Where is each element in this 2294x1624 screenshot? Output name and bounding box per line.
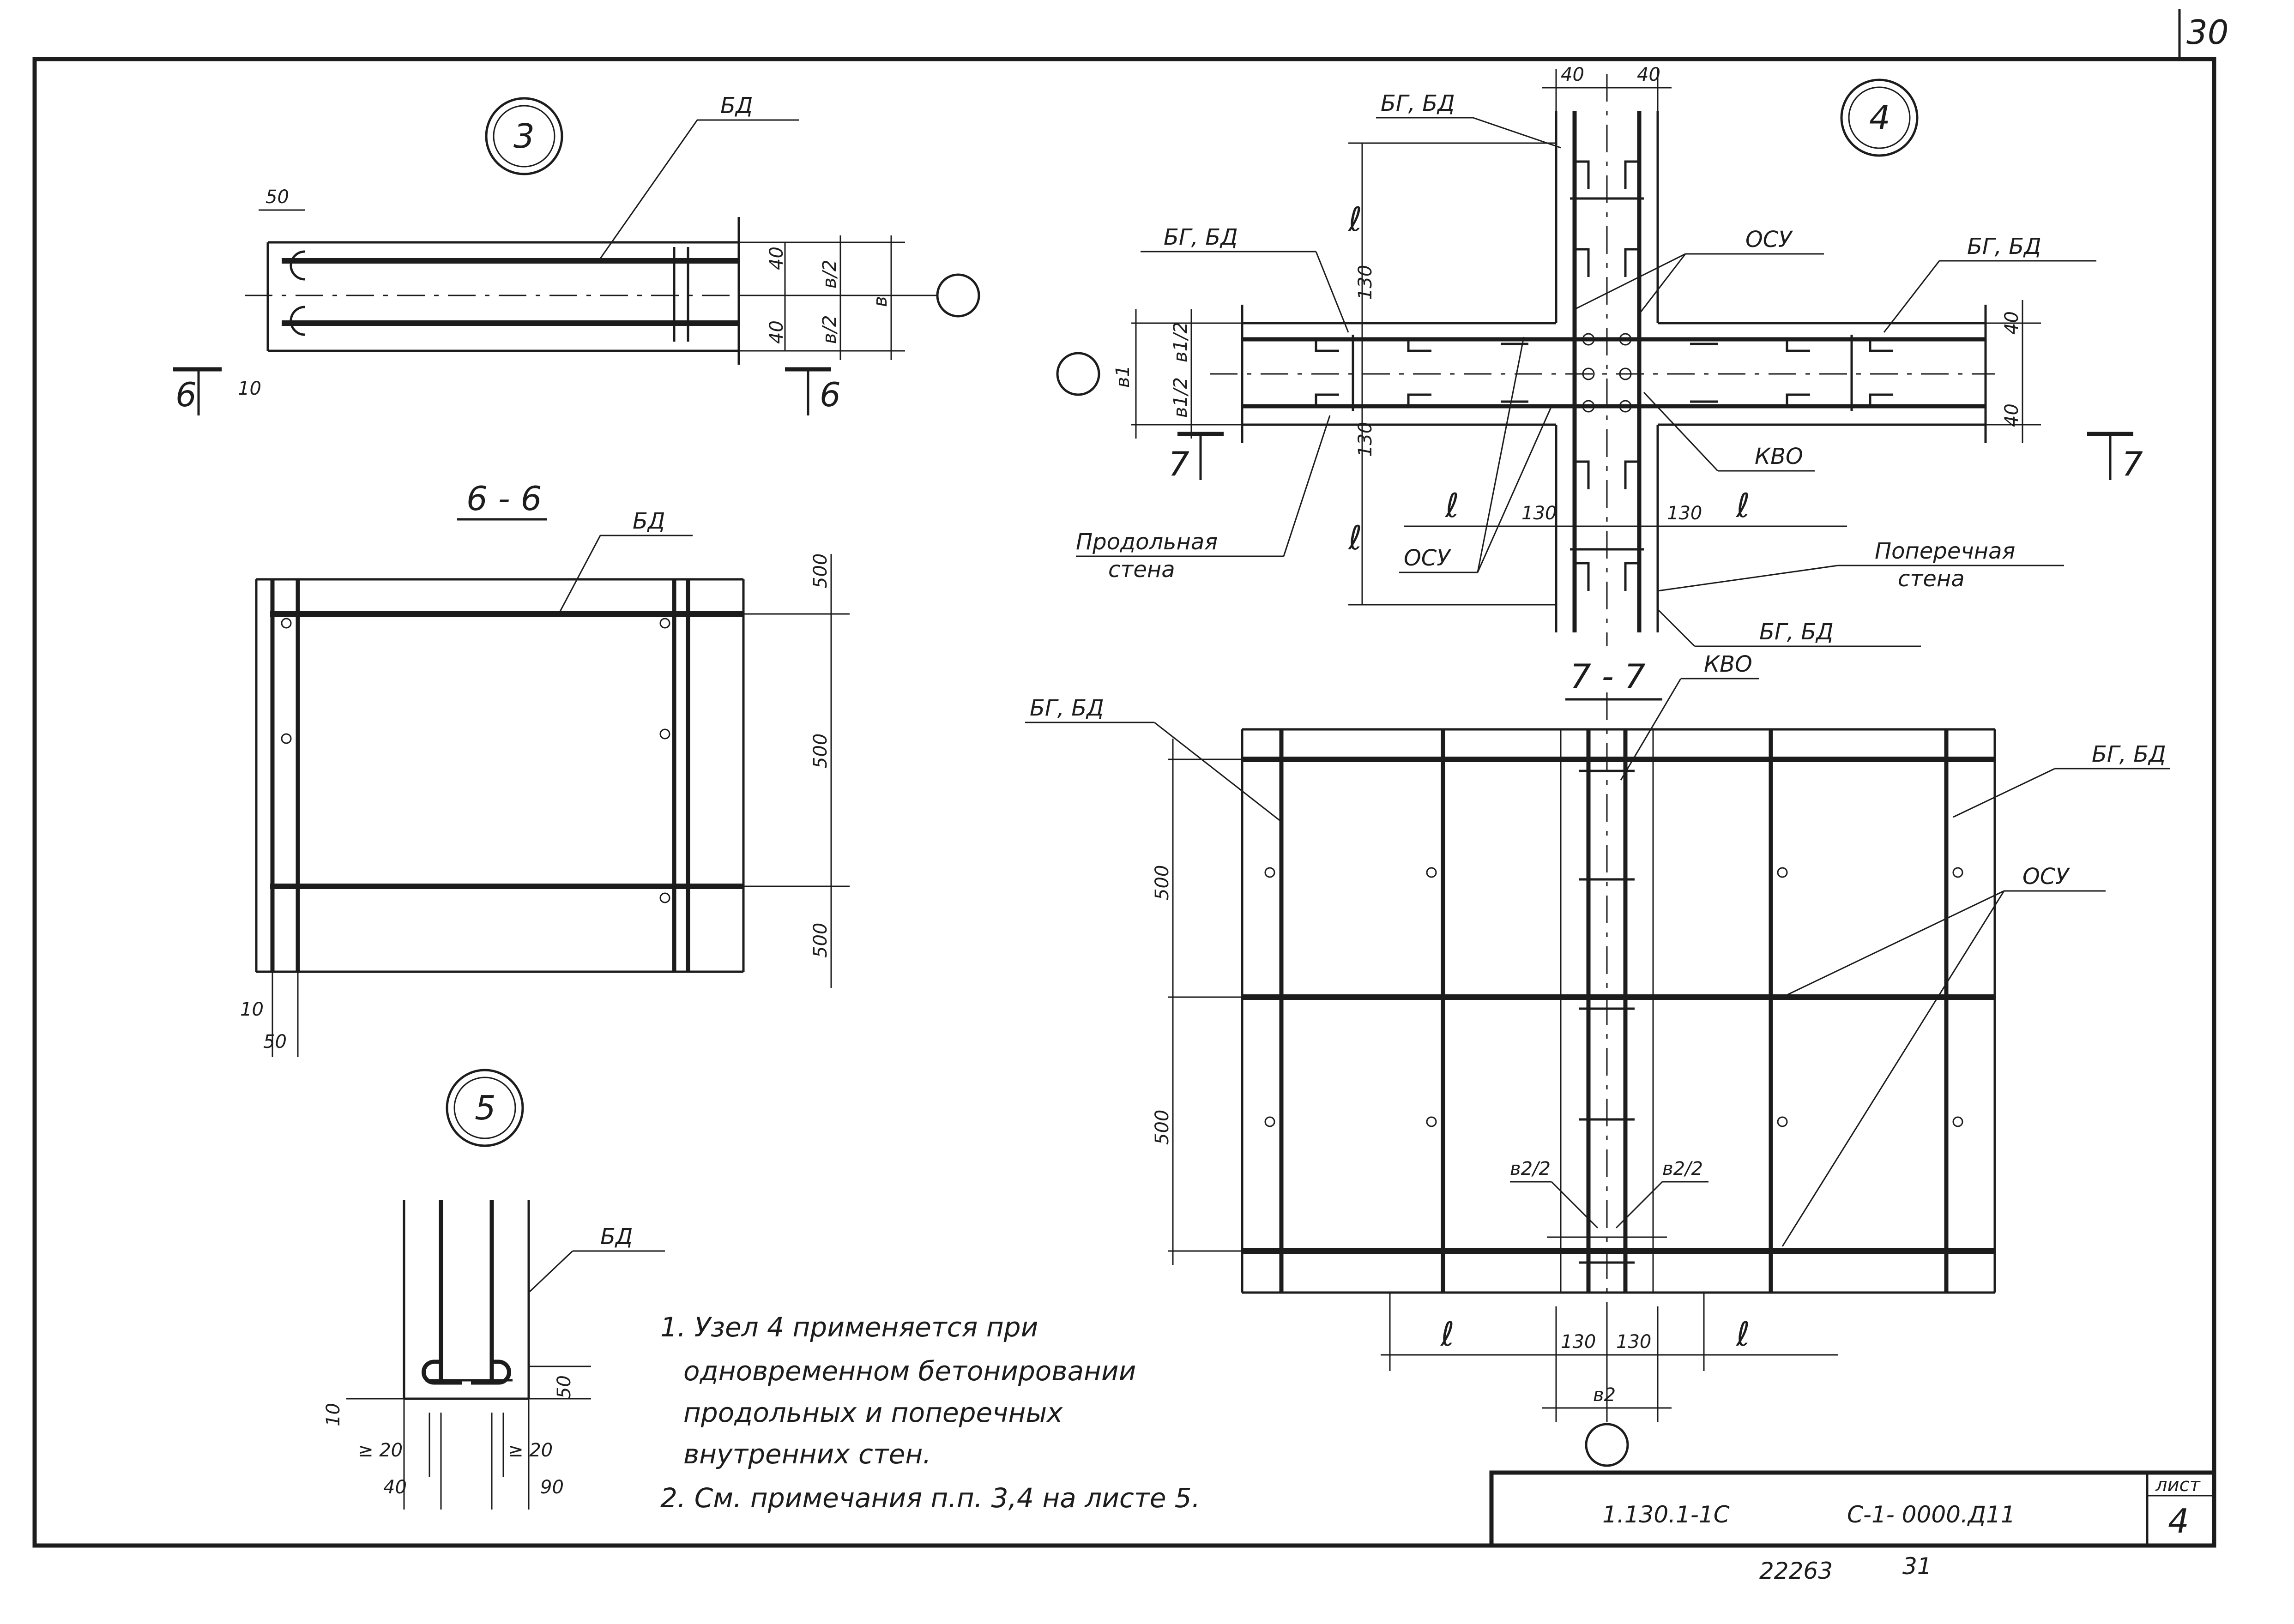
- node-4-label-bg-bd-left: БГ, БД: [1164, 224, 1238, 250]
- node-4-label-kvo: КВО: [1755, 444, 1803, 469]
- node-4-label-long-wall-2: стена: [1108, 557, 1175, 583]
- node-4-dim-130b: 130: [1355, 422, 1376, 457]
- node-3-dim-v2a: в/2: [819, 260, 840, 289]
- node-4-dim-l-bl: ℓ: [1444, 486, 1459, 525]
- page-number-bottom: 31: [1902, 1553, 1932, 1580]
- node-4-label-osu-bottom: ОСУ: [1404, 545, 1451, 571]
- node-4-label-bg-bd-right: БГ, БД: [1967, 234, 2041, 259]
- section-7-7-dim-v22b: в2/2: [1662, 1158, 1703, 1179]
- notes: 1. Узел 4 применяется при одновременном …: [660, 1311, 1200, 1514]
- note-line-4: внутренних стен.: [683, 1438, 931, 1470]
- archive-number: 22263: [1759, 1558, 1833, 1584]
- node-4-dim-40c: 40: [2001, 311, 2022, 335]
- node-3-section-a: 6: [175, 375, 197, 414]
- section-7-7-label-bg-bd-left: БГ, БД: [1030, 695, 1104, 721]
- node-3-section-b: 6: [820, 375, 841, 414]
- node-3-dim-10: 10: [238, 378, 261, 399]
- section-7-7-dim-130b: 130: [1616, 1331, 1651, 1353]
- node-3-dim-40b: 40: [766, 320, 787, 344]
- node-4: 4 40 40: [1056, 64, 2143, 647]
- section-7-7-label-bg-bd-right: БГ, БД: [2092, 741, 2166, 767]
- node-4-dim-l-left: ℓ: [1347, 518, 1362, 557]
- node-4-label-bg-bd-top: БГ, БД: [1381, 90, 1455, 116]
- node-5-dim-40: 40: [383, 1477, 407, 1498]
- section-7-7-dim-v22a: в2/2: [1510, 1158, 1551, 1179]
- section-6-6-dim-500a: 500: [810, 553, 831, 589]
- node-4-label-osu-top: ОСУ: [1745, 227, 1793, 253]
- section-7-7-dim-130a: 130: [1561, 1331, 1596, 1353]
- sheet-label: лист: [2155, 1474, 2201, 1496]
- title-block-series: С-1- 0000.Д11: [1847, 1501, 2016, 1528]
- node-4-dim-v1: в1: [1112, 365, 1134, 388]
- node-4-dim-l-top: ℓ: [1347, 200, 1362, 239]
- node-3-marker-circle: [485, 97, 563, 175]
- node-5-marker: 5: [475, 1089, 496, 1127]
- node-3-dim-40a: 40: [766, 247, 787, 270]
- section-7-7-label-kvo: КВО: [1704, 651, 1752, 677]
- node-3-label-bd: БД: [720, 93, 753, 119]
- node-4-section-b: 7: [2122, 445, 2143, 483]
- node-5: 5 БД 50 10 ≥ 20 ≥ 20 40 90: [323, 1069, 665, 1510]
- node-4-dim-130c: 130: [1521, 503, 1557, 524]
- node-5-dim-20a: ≥ 20: [358, 1440, 403, 1461]
- section-7-7-label-osu: ОСУ: [2022, 864, 2070, 890]
- title-block-code: 1.130.1-1С: [1602, 1501, 1730, 1528]
- node-3-dim-v: в: [870, 296, 891, 307]
- section-7-7-dim-v2: в2: [1593, 1384, 1616, 1406]
- note-line-3: продольных и поперечных: [683, 1397, 1063, 1428]
- section-6-6-dim-500b: 500: [810, 734, 831, 769]
- node-4-marker: 4: [1869, 98, 1890, 137]
- node-5-dim-90: 90: [540, 1477, 564, 1498]
- node-4-dim-40d: 40: [2001, 403, 2022, 427]
- section-6-6-dim-10: 10: [240, 999, 264, 1020]
- node-3-marker: 3: [513, 117, 535, 156]
- node-5-marker-circle: [446, 1069, 524, 1147]
- sheet-frame: [32, 57, 2216, 1548]
- node-4-label-long-wall-1: Продольная: [1076, 529, 1218, 555]
- node-4-dim-v12a: в1/2: [1170, 322, 1191, 362]
- note-line-5: 2. См. примечания п.п. 3,4 на листе 5.: [660, 1482, 1200, 1514]
- note-line-2: одновременном бетонировании: [683, 1355, 1136, 1387]
- node-4-label-cross-wall-2: стена: [1898, 566, 1965, 592]
- section-6-6: 6 - 6 500 500 500 10 50 БД: [240, 479, 850, 1057]
- section-7-7: 7 - 7: [1025, 651, 2170, 1467]
- page-number: 30: [2186, 13, 2229, 52]
- section-7-7-dim-500b: 500: [1152, 1110, 1173, 1145]
- node-5-dim-20b: ≥ 20: [508, 1440, 553, 1461]
- section-7-7-title: 7 - 7: [1570, 657, 1646, 696]
- node-4-dim-130a: 130: [1355, 265, 1376, 300]
- node-5-label-bd: БД: [600, 1224, 633, 1250]
- node-5-dim-50: 50: [554, 1375, 575, 1399]
- node-4-label-bg-bd-bottom: БГ, БД: [1759, 619, 1834, 645]
- node-3-dim-v2b: в/2: [819, 315, 840, 344]
- node-4-dim-l-br: ℓ: [1735, 486, 1750, 525]
- section-6-6-title: 6 - 6: [466, 479, 542, 518]
- node-5-dim-10: 10: [323, 1403, 344, 1426]
- note-line-1: 1. Узел 4 применяется при: [660, 1311, 1038, 1343]
- title-block: 1.130.1-1С С-1- 0000.Д11 лист 4 22263 31: [1489, 1470, 2216, 1584]
- node-4-label-cross-wall-1: Поперечная: [1875, 538, 2015, 564]
- node-3: 3 50 40 40 в/2 в/2 в 6 6 10: [173, 93, 980, 415]
- node-4-dim-v12b: в1/2: [1170, 377, 1191, 418]
- section-6-6-label-bd: БД: [633, 508, 665, 534]
- node-4-marker-circle: [1840, 78, 1919, 157]
- section-7-7-dim-l-a: ℓ: [1440, 1315, 1455, 1353]
- node-4-dim-40b: 40: [1637, 64, 1660, 85]
- node-4-dim-130d: 130: [1667, 503, 1702, 524]
- sheet-number: 4: [2168, 1502, 2189, 1540]
- node-3-dim-50: 50: [266, 186, 289, 208]
- section-7-7-dim-l-b: ℓ: [1735, 1315, 1750, 1353]
- node-4-dim-40a: 40: [1561, 64, 1584, 85]
- section-6-6-dim-500c: 500: [810, 923, 831, 958]
- section-6-6-dim-50: 50: [263, 1031, 287, 1053]
- section-7-7-dim-500a: 500: [1152, 865, 1173, 900]
- node-4-section-a: 7: [1168, 445, 1189, 483]
